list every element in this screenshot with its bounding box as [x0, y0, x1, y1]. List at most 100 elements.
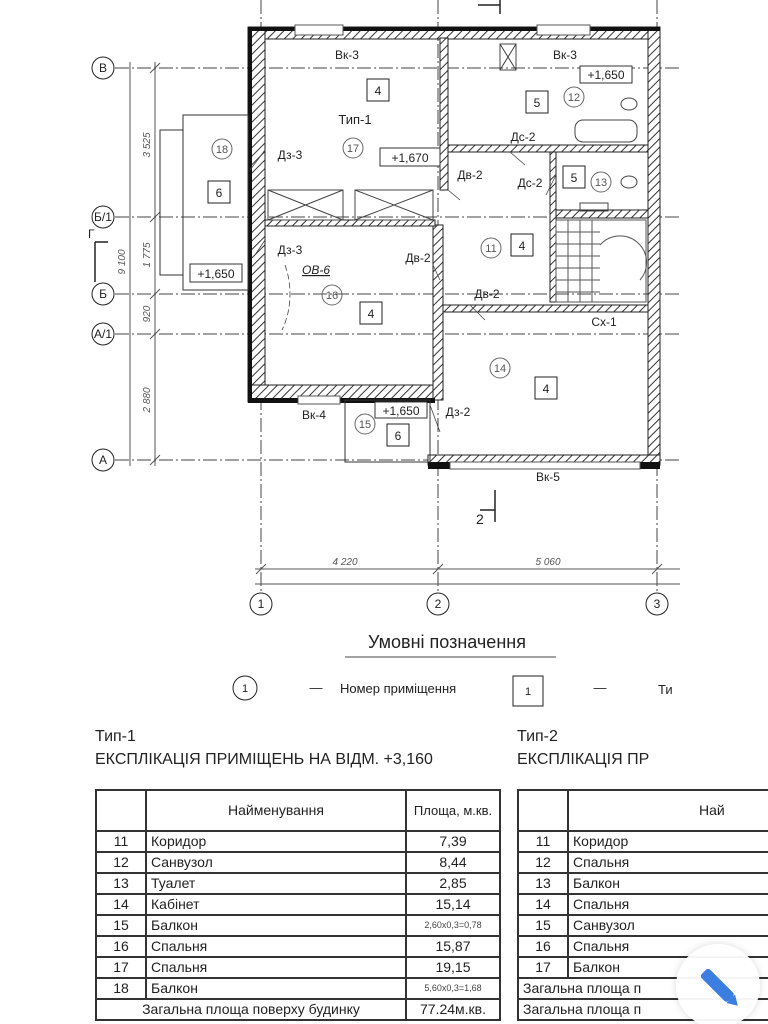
room-number: 13 — [590, 171, 612, 193]
windows — [294, 24, 641, 470]
svg-text:15: 15 — [359, 419, 371, 431]
svg-text:13: 13 — [595, 177, 607, 189]
svg-text:4: 4 — [543, 382, 550, 396]
window-label: Вк-5 — [536, 470, 560, 484]
finish-type-box: 4 — [534, 376, 558, 400]
svg-text:6: 6 — [216, 186, 223, 200]
column-header-area: Площа, м.кв. — [405, 789, 501, 832]
legend-title: Умовні позначення — [368, 632, 526, 652]
room-number: 18 — [211, 138, 233, 160]
finish-type-box: 5 — [562, 165, 586, 189]
svg-text:1: 1 — [258, 597, 265, 611]
grid-axes — [115, 0, 680, 592]
room-number: 14 — [489, 357, 511, 379]
finish-type-box: 4 — [359, 301, 383, 325]
window-label: Вк-4 — [302, 408, 326, 422]
finish-type-box: 5 — [525, 90, 549, 114]
svg-text:5: 5 — [571, 171, 578, 185]
finish-type-box: 6 — [207, 180, 231, 204]
svg-text:12: 12 — [568, 92, 580, 104]
finish-type-box: 4 — [366, 78, 390, 102]
window-label: Вк-3 — [553, 48, 577, 62]
svg-text:3: 3 — [654, 597, 661, 611]
table2-heading: ЕКСПЛІКАЦІЯ ПР — [517, 751, 768, 769]
svg-text:+1,670: +1,670 — [391, 151, 428, 165]
svg-text:4: 4 — [519, 239, 526, 253]
door-label: Дс-2 — [518, 176, 543, 190]
scheme-label: Сх-1 — [591, 315, 617, 329]
svg-text:В: В — [99, 61, 107, 75]
finish-type-box: 4 — [510, 233, 534, 257]
pencil-icon — [700, 968, 738, 1006]
level-mark: +1,670 — [379, 147, 441, 167]
level-mark: +1,650 — [189, 263, 243, 283]
svg-text:А: А — [99, 453, 107, 467]
legend-room-text: Номер приміщення — [340, 681, 456, 696]
svg-text:16: 16 — [326, 290, 338, 302]
svg-text:1: 1 — [525, 686, 531, 698]
table1-heading: ЕКСПЛІКАЦІЯ ПРИМІЩЕНЬ НА ВІДМ. +3,160 — [95, 751, 433, 768]
door-label: Дв-2 — [474, 287, 499, 301]
axis-bubble-Б: Б — [91, 282, 115, 306]
legend-dash: — — [310, 680, 323, 695]
dim-1-2: 4 220 — [332, 557, 357, 568]
axis-bubble-1: 1 — [249, 592, 273, 616]
dim-А1-А: 2 880 — [142, 387, 153, 413]
table2-type: Тип-2 — [517, 728, 558, 745]
dim-В-Б1: 3 525 — [142, 132, 153, 157]
finish-type-box: 6 — [386, 423, 410, 447]
room-number: 16 — [321, 284, 343, 306]
dim-total: 9 100 — [117, 249, 128, 274]
svg-text:А/1: А/1 — [94, 327, 112, 341]
edit-button[interactable] — [676, 944, 760, 1024]
section-mark-bottom — [480, 490, 496, 522]
column-header-name: Найменування — [145, 789, 407, 832]
svg-text:1: 1 — [242, 683, 248, 695]
axis-bubble-А1: А/1 — [91, 322, 115, 346]
sanitary-fixtures — [574, 97, 638, 212]
svg-text:11: 11 — [485, 243, 496, 255]
staircase — [555, 219, 648, 303]
door-label: Дз-3 — [278, 243, 303, 257]
heater-label: ОВ-6 — [302, 263, 330, 277]
svg-text:+1,650: +1,650 — [197, 267, 234, 281]
room-number: 15 — [354, 413, 376, 435]
door-label: Дв-2 — [457, 168, 482, 182]
level-mark: +1,650 — [374, 401, 428, 419]
window-label: Вк-3 — [335, 48, 359, 62]
floor-plan-drawing: В Б/1 Б А/1 А 1 2 3 4 220 5 060 3 525 1 … — [88, 0, 680, 707]
axis-bubble-А: А — [91, 448, 115, 472]
axis-bubble-Б1: Б/1 — [91, 205, 115, 229]
table1-type: Тип-1 — [95, 728, 136, 745]
svg-text:18: 18 — [216, 144, 228, 156]
room-number: 12 — [563, 86, 585, 108]
dim-Б1-Б: 1 775 — [142, 242, 153, 267]
apartment-type-label: Тип-1 — [338, 112, 371, 127]
svg-text:+1,650: +1,650 — [587, 68, 624, 82]
svg-text:4: 4 — [375, 84, 382, 98]
dim-2-3: 5 060 — [535, 557, 560, 568]
section-mark-left — [94, 241, 108, 282]
legend-room-symbol: 1 — [232, 675, 258, 701]
legend-type-text: Ти — [658, 682, 673, 697]
dimension-lines — [129, 62, 680, 585]
column-header-name: Най — [567, 789, 768, 832]
svg-text:17: 17 — [347, 143, 359, 155]
door-label: Дв-2 — [405, 251, 430, 265]
svg-text:14: 14 — [494, 363, 506, 375]
svg-text:5: 5 — [534, 96, 541, 110]
level-mark: +1,650 — [579, 65, 633, 84]
door-label: Дс-2 — [511, 130, 536, 144]
room-number: 17 — [342, 137, 364, 159]
svg-text:6: 6 — [395, 429, 402, 443]
